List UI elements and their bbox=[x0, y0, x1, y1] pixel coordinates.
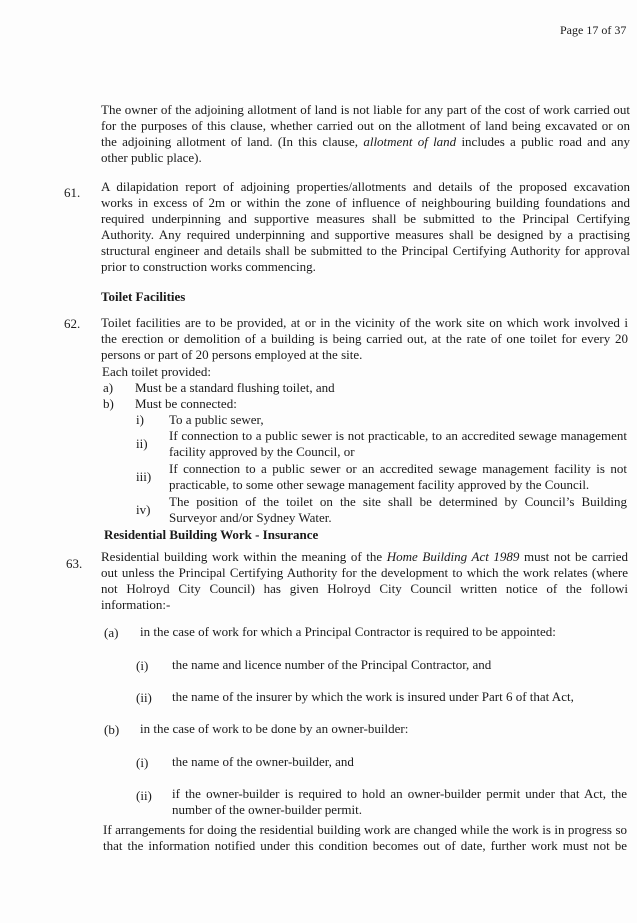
list-label: (ii) bbox=[136, 690, 152, 705]
text-span: must not be carried bbox=[519, 549, 628, 564]
text-line: If connection to a public sewer or an ac… bbox=[169, 461, 627, 476]
clause-61: A dilapidation report of adjoining prope… bbox=[101, 179, 630, 275]
act-title: Home Building Act 1989 bbox=[386, 549, 520, 564]
section-heading: Toilet Facilities bbox=[101, 289, 186, 304]
list-label: i) bbox=[136, 412, 144, 427]
text-line: the adjoining allotment of land. (In thi… bbox=[101, 134, 630, 150]
list-item: the name of the insurer by which the wor… bbox=[172, 689, 574, 704]
list-item: the name of the owner-builder, and bbox=[172, 754, 354, 769]
text-span: Residential building work within the mea… bbox=[101, 549, 387, 564]
clause-number: 61. bbox=[64, 185, 81, 200]
list-item: If connection to a public sewer or an ac… bbox=[169, 461, 627, 493]
text-line: for the purposes of this clause, whether… bbox=[101, 118, 630, 133]
list-item: in the case of work to be done by an own… bbox=[140, 721, 409, 736]
list-item: if the owner-builder is required to hold… bbox=[172, 786, 627, 818]
text-line: structural engineer and details shall be… bbox=[101, 243, 630, 258]
text-line: that the information notified under this… bbox=[103, 838, 627, 853]
list-item: If connection to a public sewer is not p… bbox=[169, 428, 627, 460]
clause-63: Residential building work within the mea… bbox=[101, 549, 628, 613]
text-line: If arrangements for doing the residentia… bbox=[103, 822, 627, 837]
text-line: other public place). bbox=[101, 150, 202, 165]
text-line: prior to construction works commencing. bbox=[101, 259, 316, 274]
clause-number: 62. bbox=[64, 316, 81, 331]
text-span: the adjoining allotment of land. (In thi… bbox=[101, 134, 364, 149]
clause-62: Toilet facilities are to be provided, at… bbox=[101, 315, 628, 363]
text-line: If connection to a public sewer is not p… bbox=[169, 428, 627, 443]
list-item: in the case of work for which a Principa… bbox=[140, 624, 556, 639]
page-number: Page 17 of 37 bbox=[560, 23, 627, 37]
text-line: A dilapidation report of adjoining prope… bbox=[101, 179, 630, 194]
list-item: Must be connected: bbox=[135, 396, 237, 411]
text-line: persons or part of 20 persons employed a… bbox=[101, 347, 363, 362]
text-line: out unless the Principal Certifying Auth… bbox=[101, 565, 628, 580]
text-line: Residential building work within the mea… bbox=[101, 549, 628, 565]
text-line: practicable, to some other sewage manage… bbox=[169, 477, 590, 492]
text-line: Surveyor and/or Sydney Water. bbox=[169, 510, 332, 525]
list-label: b) bbox=[103, 396, 114, 411]
list-label: (a) bbox=[104, 625, 119, 640]
text-line: if the owner-builder is required to hold… bbox=[172, 786, 627, 801]
list-label: (i) bbox=[136, 658, 149, 673]
text-line: the erection or demolition of a building… bbox=[101, 331, 628, 346]
list-item: To a public sewer, bbox=[169, 412, 627, 428]
italic-term: allotment of land bbox=[363, 134, 457, 149]
text-line: number of the owner-builder permit. bbox=[172, 802, 362, 817]
list-label: (i) bbox=[136, 755, 149, 770]
list-label: a) bbox=[103, 380, 114, 395]
text-line: required underpinning and supportive mea… bbox=[101, 211, 630, 226]
clause-number: 63. bbox=[66, 556, 83, 571]
text-line: not Holroyd City Council) has given Holr… bbox=[101, 581, 628, 596]
text-line: To a public sewer, bbox=[169, 412, 264, 427]
list-item: Must be a standard flushing toilet, and bbox=[135, 380, 335, 395]
list-label: (ii) bbox=[136, 788, 152, 803]
text-line: works in excess of 2m or within the zone… bbox=[101, 195, 630, 210]
text-line: The position of the toilet on the site s… bbox=[169, 494, 627, 509]
text-line: Authority. Any required underpinning and… bbox=[101, 227, 630, 242]
closing-paragraph: If arrangements for doing the residentia… bbox=[103, 822, 627, 854]
list-label: iv) bbox=[136, 502, 151, 517]
section-heading: Residential Building Work - Insurance bbox=[104, 527, 319, 542]
list-item: the name and licence number of the Princ… bbox=[172, 657, 492, 672]
text-line: information:- bbox=[101, 597, 171, 612]
list-item: The position of the toilet on the site s… bbox=[169, 494, 627, 526]
text-line: Toilet facilities are to be provided, at… bbox=[101, 315, 628, 330]
intro-paragraph: The owner of the adjoining allotment of … bbox=[101, 102, 630, 166]
text-line: The owner of the adjoining allotment of … bbox=[101, 102, 630, 117]
list-label: ii) bbox=[136, 436, 148, 451]
text-span: includes a public road and any bbox=[456, 134, 630, 149]
list-label: iii) bbox=[136, 469, 152, 484]
text-line: facility approved by the Council, or bbox=[169, 444, 355, 459]
each-toilet-label: Each toilet provided: bbox=[102, 364, 212, 379]
list-label: (b) bbox=[104, 722, 120, 737]
